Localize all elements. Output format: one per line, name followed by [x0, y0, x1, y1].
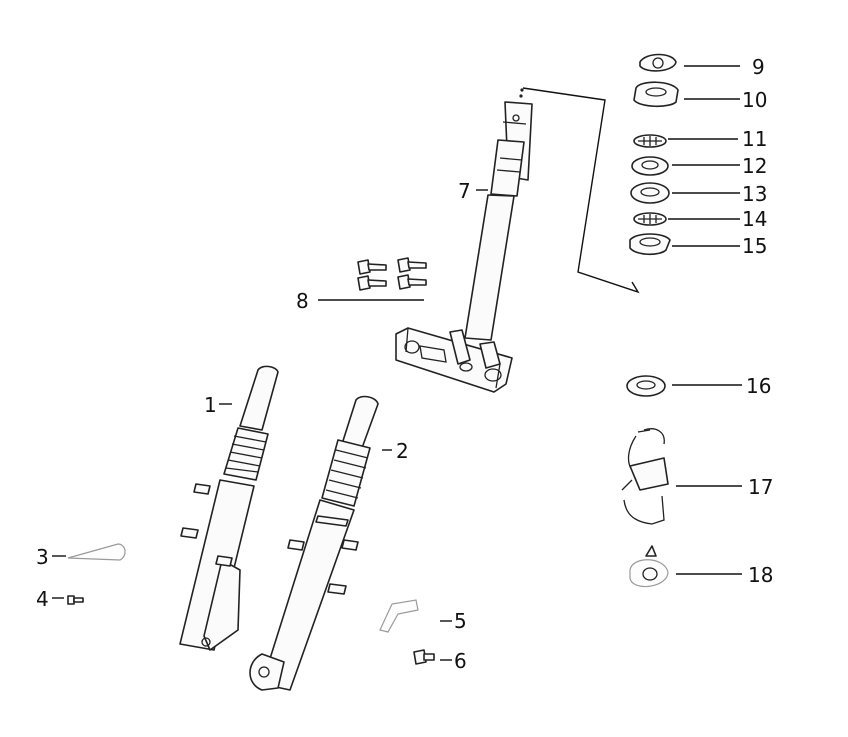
- lower-cone-race: [630, 182, 670, 204]
- callout-4: 4: [36, 587, 49, 611]
- callout-8: 8: [296, 289, 309, 313]
- hose-clip: [629, 545, 669, 588]
- reflector-bracket: [67, 543, 126, 561]
- upper-cone-race: [631, 156, 669, 176]
- small-screw: [67, 595, 84, 605]
- callout-3: 3: [36, 545, 49, 569]
- dust-seal: [629, 233, 671, 256]
- callout-7: 7: [458, 179, 471, 203]
- triple-clamp: [395, 327, 513, 393]
- bearing-race: [626, 375, 666, 397]
- callout-1: 1: [204, 393, 217, 417]
- callout-11: 11: [742, 127, 767, 151]
- callout-10: 10: [742, 88, 767, 112]
- hose-clamp-bracket: [379, 599, 419, 633]
- adjusting-nut: [633, 81, 679, 108]
- callout-13: 13: [742, 182, 767, 206]
- callout-15: 15: [742, 234, 767, 258]
- callout-2: 2: [396, 439, 409, 463]
- steering-stem: [464, 88, 533, 341]
- pinch-bolts: [357, 257, 427, 291]
- left-fork-leg: [249, 395, 379, 691]
- lock-nut: [639, 53, 677, 72]
- callout-16: 16: [746, 374, 771, 398]
- cable-guide-clip: [621, 428, 669, 525]
- bolt: [413, 649, 435, 665]
- callout-17: 17: [748, 475, 773, 499]
- callout-9: 9: [752, 55, 765, 79]
- callout-12: 12: [742, 154, 767, 178]
- callout-5: 5: [454, 609, 467, 633]
- bottom-ball-race: [633, 212, 667, 226]
- right-fork-leg: [179, 365, 279, 651]
- callout-18: 18: [748, 563, 773, 587]
- top-ball-race: [633, 134, 667, 148]
- callout-14: 14: [742, 207, 767, 231]
- callout-6: 6: [454, 649, 467, 673]
- assembly-bracket-line: [522, 87, 640, 294]
